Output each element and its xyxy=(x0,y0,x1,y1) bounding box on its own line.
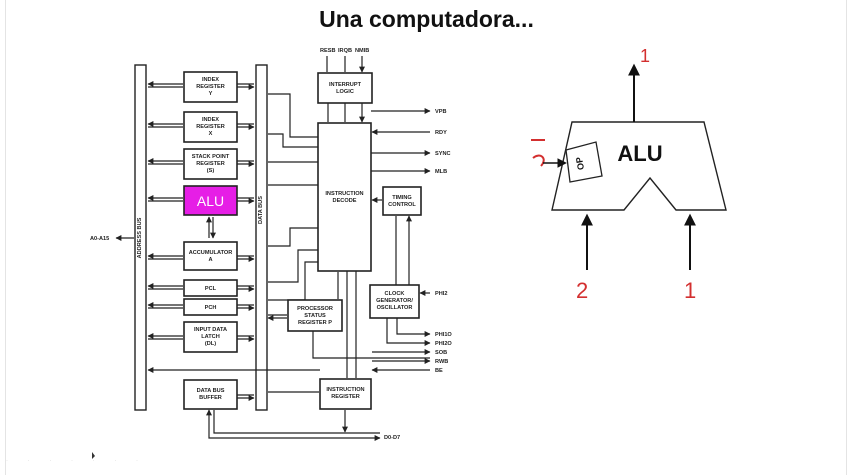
svg-text:INSTRUCTION: INSTRUCTION xyxy=(325,191,363,197)
stack-pointer-register: STACK POINT REGISTER (S) xyxy=(183,148,238,180)
alu-sketch-title: ALU xyxy=(617,141,662,166)
svg-text:REGISTER: REGISTER xyxy=(331,394,360,400)
index-register-x: INDEX REGISTER X xyxy=(183,111,238,143)
op-squiggle-mark xyxy=(532,154,545,167)
svg-text:PROCESSOR: PROCESSOR xyxy=(297,306,333,312)
register-bus-connectors xyxy=(148,84,320,398)
svg-text:NMIB: NMIB xyxy=(355,48,369,54)
top-signal-inputs: RESB IRQB NMIB xyxy=(320,48,369,72)
svg-text:INPUT DATA: INPUT DATA xyxy=(194,327,227,333)
address-pins-label: A0-A15 xyxy=(90,236,109,242)
svg-text:PHI2: PHI2 xyxy=(435,291,447,297)
processor-status-register: PROCESSOR STATUS REGISTER P xyxy=(287,299,343,332)
svg-text:PHI2O: PHI2O xyxy=(435,341,452,347)
svg-text:(DL): (DL) xyxy=(205,341,216,347)
svg-text:RDY: RDY xyxy=(435,130,447,136)
svg-text:X: X xyxy=(209,131,213,137)
data-bus-buffer: DATA BUS BUFFER xyxy=(183,379,238,410)
alu-accumulator-link xyxy=(209,217,213,238)
timing-control: TIMING CONTROL xyxy=(382,186,422,216)
clock-signals: PHI2 PHI1O PHI2O xyxy=(386,290,452,347)
address-bus xyxy=(134,64,147,411)
interrupt-logic: INTERRUPT LOGIC xyxy=(317,72,373,104)
alu-sketch: ALU OP 1 2 1 xyxy=(531,46,727,303)
svg-text:STACK POINT: STACK POINT xyxy=(192,154,230,160)
svg-text:DECODE: DECODE xyxy=(333,198,357,204)
alu-input-b-label: 1 xyxy=(684,278,696,303)
svg-text:CLOCK: CLOCK xyxy=(385,291,405,297)
frame-left-border xyxy=(5,0,6,475)
svg-text:OSCILLATOR: OSCILLATOR xyxy=(377,305,413,311)
svg-text:SYNC: SYNC xyxy=(435,151,451,157)
data-pins-label: D0-D7 xyxy=(384,435,400,441)
svg-text:(S): (S) xyxy=(207,168,215,174)
svg-text:Y: Y xyxy=(209,91,213,97)
svg-text:PCH: PCH xyxy=(205,305,217,311)
data-bus xyxy=(255,64,268,411)
svg-text:LATCH: LATCH xyxy=(201,334,220,340)
decode-output-signals: VPB RDY SYNC MLB xyxy=(371,108,451,175)
op-label: OP xyxy=(574,156,586,171)
svg-text:INSTRUCTION: INSTRUCTION xyxy=(326,387,364,393)
svg-text:RESB: RESB xyxy=(320,48,336,54)
input-data-latch: INPUT DATA LATCH (DL) xyxy=(183,321,238,353)
bottom-right-signals: SOB RWB BE xyxy=(371,349,448,374)
svg-text:TIMING: TIMING xyxy=(392,195,412,201)
svg-text:PCL: PCL xyxy=(205,286,217,292)
svg-text:REGISTER: REGISTER xyxy=(196,161,225,167)
svg-text:REGISTER: REGISTER xyxy=(196,124,225,130)
svg-text:REGISTER: REGISTER xyxy=(196,84,225,90)
svg-text:VPB: VPB xyxy=(435,109,447,115)
frame-right-border xyxy=(846,0,847,475)
status-to-data-bus xyxy=(268,315,287,318)
svg-text:RWB: RWB xyxy=(435,359,448,365)
svg-text:SOB: SOB xyxy=(435,350,447,356)
alu-block: ALU xyxy=(183,185,238,216)
data-pins-arrow xyxy=(206,409,381,441)
svg-text:PHI1O: PHI1O xyxy=(435,332,452,338)
svg-text:INTERRUPT: INTERRUPT xyxy=(329,82,362,88)
svg-text:BUFFER: BUFFER xyxy=(199,395,222,401)
pcl-register: PCL xyxy=(183,279,238,297)
pch-register: PCH xyxy=(183,298,238,316)
decode-vertical-links xyxy=(337,271,357,378)
index-register-y: INDEX REGISTER Y xyxy=(183,71,238,103)
data-bus-label: DATA BUS xyxy=(258,196,264,224)
instruction-register: INSTRUCTION REGISTER xyxy=(319,378,372,410)
svg-text:INDEX: INDEX xyxy=(202,77,219,83)
mouse-cursor xyxy=(92,452,95,459)
svg-text:ACCUMULATOR: ACCUMULATOR xyxy=(189,250,233,256)
status-sob-line xyxy=(312,331,430,359)
accumulator-a: ACCUMULATOR A xyxy=(183,241,238,271)
svg-text:IRQB: IRQB xyxy=(338,48,352,54)
svg-text:INDEX: INDEX xyxy=(202,117,219,123)
svg-text:DATA BUS: DATA BUS xyxy=(197,388,225,394)
interrupt-to-decode xyxy=(327,103,362,122)
alu-input-a-label: 2 xyxy=(576,278,588,303)
slide-title: Una computadora... xyxy=(319,6,534,32)
svg-text:ALU: ALU xyxy=(197,193,224,209)
alu-output-label: 1 xyxy=(640,46,650,66)
data-pins-arrow-inner xyxy=(213,410,380,434)
svg-text:BE: BE xyxy=(435,368,443,374)
svg-text:REGISTER P: REGISTER P xyxy=(298,320,332,326)
svg-text:GENERATOR/: GENERATOR/ xyxy=(376,298,413,304)
svg-text:STATUS: STATUS xyxy=(304,313,326,319)
svg-text:LOGIC: LOGIC xyxy=(336,89,354,95)
toolbar-hint-dots: · · · · · · · xyxy=(6,458,147,464)
clock-to-timing xyxy=(395,216,409,285)
decode-control-lines xyxy=(268,93,318,301)
instruction-decode: INSTRUCTION DECODE xyxy=(317,122,372,272)
clock-generator: CLOCK GENERATOR/ OSCILLATOR xyxy=(369,284,420,319)
address-bus-label: ADDRESS BUS xyxy=(137,217,143,258)
svg-text:MLB: MLB xyxy=(435,169,447,175)
svg-text:CONTROL: CONTROL xyxy=(388,202,416,208)
op-box xyxy=(565,141,603,183)
svg-text:A: A xyxy=(208,257,212,263)
